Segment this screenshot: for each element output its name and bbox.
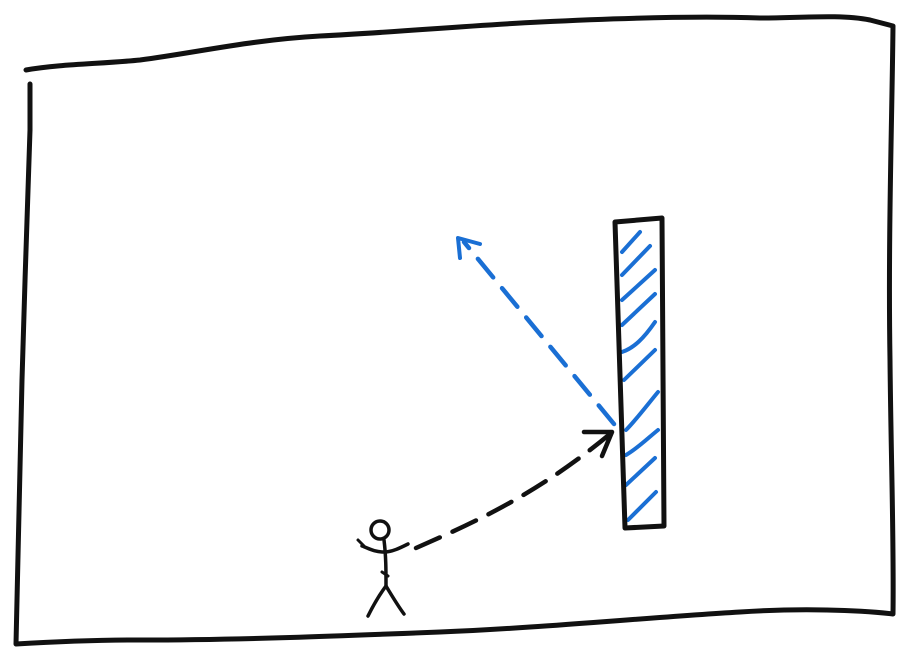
reflected-path	[456, 236, 617, 427]
incident-path	[413, 429, 615, 551]
stick-figure-head	[369, 519, 391, 541]
stick-figure	[356, 519, 410, 618]
reflected-arrowhead	[456, 236, 482, 260]
mirror-outline	[612, 215, 667, 531]
stick-figure-body	[382, 538, 388, 588]
stick-figure-legs	[366, 584, 406, 618]
stick-figure-arms	[360, 542, 410, 554]
mirror-wall	[612, 215, 667, 531]
incident-arrowhead	[581, 429, 615, 459]
room-outline	[13, 14, 896, 647]
mirror-hatching	[620, 230, 660, 522]
